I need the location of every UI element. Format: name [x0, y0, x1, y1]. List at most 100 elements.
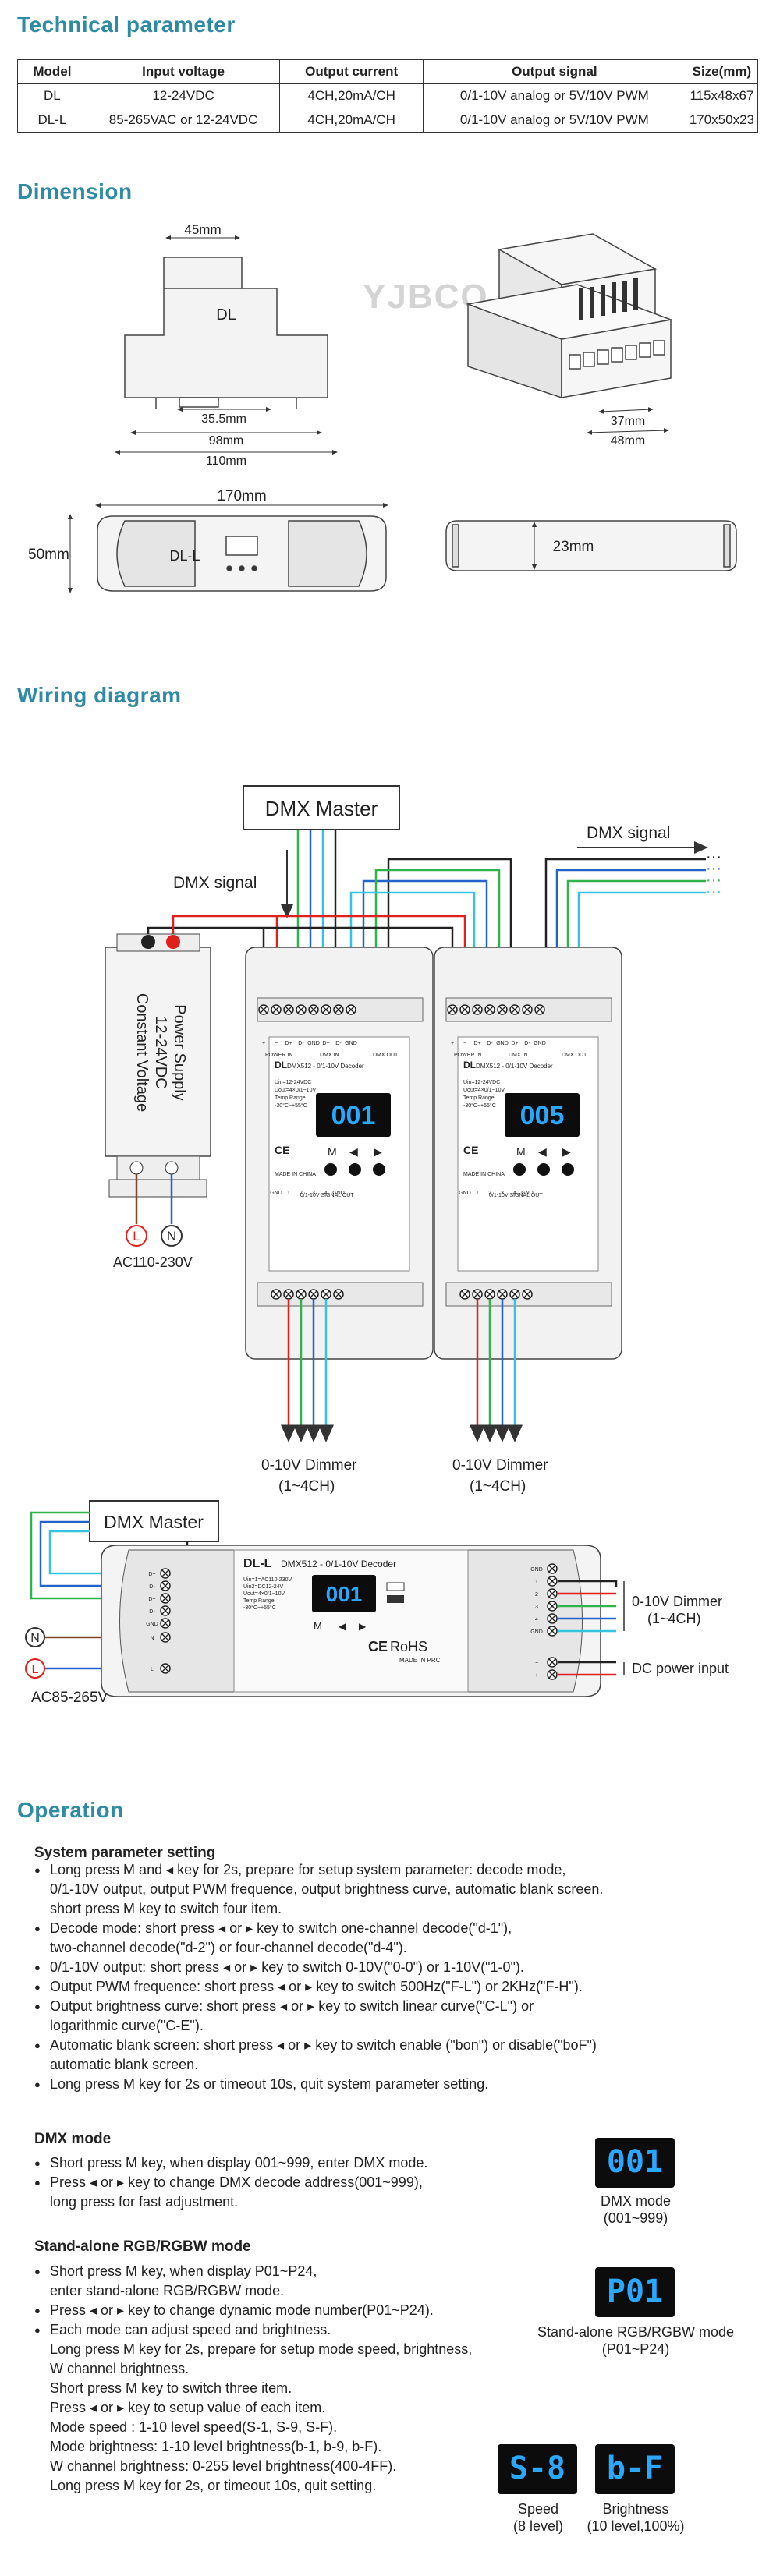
cell: DL [17, 83, 87, 108]
decoder-1-left-button[interactable] [349, 1163, 361, 1176]
dll-spec-3: Uout=4×0/1~10V [243, 1591, 285, 1597]
cell: 0/1-10V analog or 5V/10V PWM [422, 108, 686, 133]
screw-cross-icon [297, 1290, 305, 1298]
terminal-label: + [535, 1673, 538, 1679]
decoder-2-right-button[interactable] [562, 1163, 574, 1176]
list-item-line: Each mode can adjust speed and brightnes… [50, 2322, 332, 2337]
list-item-line: 0/1-10V output, output PWM frequence, ou… [50, 1881, 604, 1897]
decoder-2-title: DMX512 - 0/1-10V Decoder [476, 1063, 553, 1070]
terminal-label: 2 [535, 1592, 538, 1598]
decoder-2-out-label: 0/1-10V SIGNAL OUT [489, 1193, 543, 1198]
dll-label: DL-L [169, 548, 200, 564]
psu-line-2: 12-24VDC [152, 1016, 169, 1088]
dll-spec-5: -30°C~+55°C [243, 1605, 276, 1611]
screw-cross-icon [548, 1658, 556, 1666]
screw-cross-icon [473, 1290, 481, 1298]
decoder-1-m-button[interactable] [324, 1163, 337, 1176]
list-item-line: Long press M key for 2s, or timeout 10s,… [50, 2478, 377, 2493]
screw-cross-icon [498, 1006, 506, 1014]
dots: ··· [706, 872, 722, 889]
decoder-2-power: POWER IN [454, 1053, 481, 1058]
speed-display [498, 2444, 577, 2494]
ac-input-label: AC110-230V [113, 1254, 193, 1270]
decoder-1-m-key[interactable]: M [328, 1145, 337, 1158]
screw-cross-icon [335, 1006, 342, 1014]
dll-output-wires [558, 1580, 618, 1676]
screw-cross-icon [322, 1290, 330, 1298]
standalone-caption-2: (P01~P24) [601, 2341, 670, 2357]
dll-spec-4: Temp Range [243, 1598, 275, 1604]
decoder-1-out-label: 0/1-10V SIGNAL OUT [300, 1193, 354, 1198]
decoder-2-dmxout: DMX OUT [562, 1053, 587, 1058]
list-item-line: Press ◂ or ▸ key to setup value of each … [50, 2400, 326, 2415]
decoder-1-right-button[interactable] [373, 1163, 385, 1176]
standalone-display-value: P01 [606, 2273, 664, 2309]
terminal-label: D- [149, 1584, 155, 1590]
col-input: Input voltage [86, 59, 281, 84]
list-item-line: Decode mode: short press ◂ or ▸ key to s… [50, 1920, 512, 1936]
decoder-1-spec-3: Temp Range [275, 1095, 306, 1101]
brightness-caption-1: Brightness [602, 2501, 669, 2517]
right-arrow-icon: ▶ [359, 1621, 367, 1632]
speed-display-value: S-8 [509, 2450, 566, 2486]
dl-top-dim: 45mm [184, 222, 221, 237]
decoder-1-spec-1: Uin=12-24VDC [275, 1080, 311, 1085]
dll-spec-2: Uin2=DC12-24V [243, 1584, 283, 1590]
dl-front-view [124, 257, 328, 409]
list-item-line: automatic blank screen. [50, 2057, 199, 2072]
dl-dim-2: 98mm [209, 434, 243, 448]
list-item-line: Mode speed : 1-10 level speed(S-1, S-9, … [50, 2419, 338, 2435]
terminal-label: GND [332, 1191, 345, 1196]
dmx-master-label: DMX Master [265, 797, 378, 820]
terminal-label: 4 [513, 1191, 516, 1196]
decoder-2-left-button[interactable] [537, 1163, 550, 1176]
decoder-2-model: DL [463, 1060, 476, 1070]
list-item: Short press M key, when display P01~P24,… [34, 2262, 565, 2301]
terminal-label: 1 [535, 1580, 538, 1585]
list-item-line: Long press M key for 2s or timeout 10s, … [50, 2076, 489, 2092]
terminal-label: D- [149, 1609, 155, 1615]
screw-cross-icon [161, 1633, 169, 1641]
dll-dimmer-range: (1~4CH) [647, 1611, 701, 1626]
dll-title: DMX512 - 0/1-10V Decoder [281, 1559, 396, 1569]
screw-cross-icon [548, 1565, 556, 1573]
table-row: DL 12-24VDC 4CH,20mA/CH 0/1-10V analog o… [17, 83, 759, 108]
terminal-label: 4 [324, 1191, 328, 1196]
cell: 0/1-10V analog or 5V/10V PWM [422, 83, 686, 108]
terminal-label: GND [534, 1041, 546, 1046]
screw-cross-icon [536, 1006, 544, 1014]
decoder-2-m-button[interactable] [513, 1163, 526, 1176]
list-item: Short press M key, when display 001~999,… [34, 2153, 580, 2173]
screw-cross-icon [347, 1006, 355, 1014]
l-terminal-icon [126, 1225, 147, 1247]
list-item: Each mode can adjust speed and brightnes… [34, 2320, 565, 2496]
dll-side-view [445, 520, 737, 571]
dmx-mode-list: Short press M key, when display 001~999,… [34, 2153, 580, 2212]
decoder-2-m-key[interactable]: M [516, 1145, 526, 1158]
screw-cross-icon [297, 1006, 305, 1014]
decoder-2-spec-3: Temp Range [463, 1095, 495, 1101]
screw-cross-icon [486, 1006, 494, 1014]
screw-cross-icon [310, 1290, 317, 1298]
screw-cross-icon [548, 1627, 556, 1635]
dll-m-key[interactable]: M [314, 1620, 322, 1632]
spec-header-row: Model Input voltage Output current Outpu… [17, 59, 759, 84]
psu-line-1: Power Supply [171, 1004, 188, 1100]
dll-rohs: RoHS [390, 1639, 427, 1654]
decoder-2-spec-2: Uout=4×0/1~10V [463, 1088, 505, 1093]
dimmer-1-label: 0-10V Dimmer [261, 1457, 357, 1474]
dmx-signal-in-label: DMX signal [173, 874, 257, 892]
dll-decoder [101, 1545, 601, 1697]
terminal-label: D- [335, 1041, 342, 1046]
terminal-label: 4 [535, 1617, 538, 1622]
col-model: Model [17, 59, 87, 84]
left-arrow-icon: ◀ [349, 1145, 358, 1158]
list-item-line: short press M key to switch four item. [50, 1901, 282, 1916]
brightness-display-value: b-F [606, 2450, 664, 2486]
terminal-label: GND [496, 1041, 509, 1046]
list-item-line: logarithmic curve("C-E"). [50, 2018, 204, 2033]
decoder-2 [434, 947, 622, 1360]
psu-line-3: Constant Voltage [133, 993, 151, 1112]
screw-cross-icon [511, 1006, 519, 1014]
